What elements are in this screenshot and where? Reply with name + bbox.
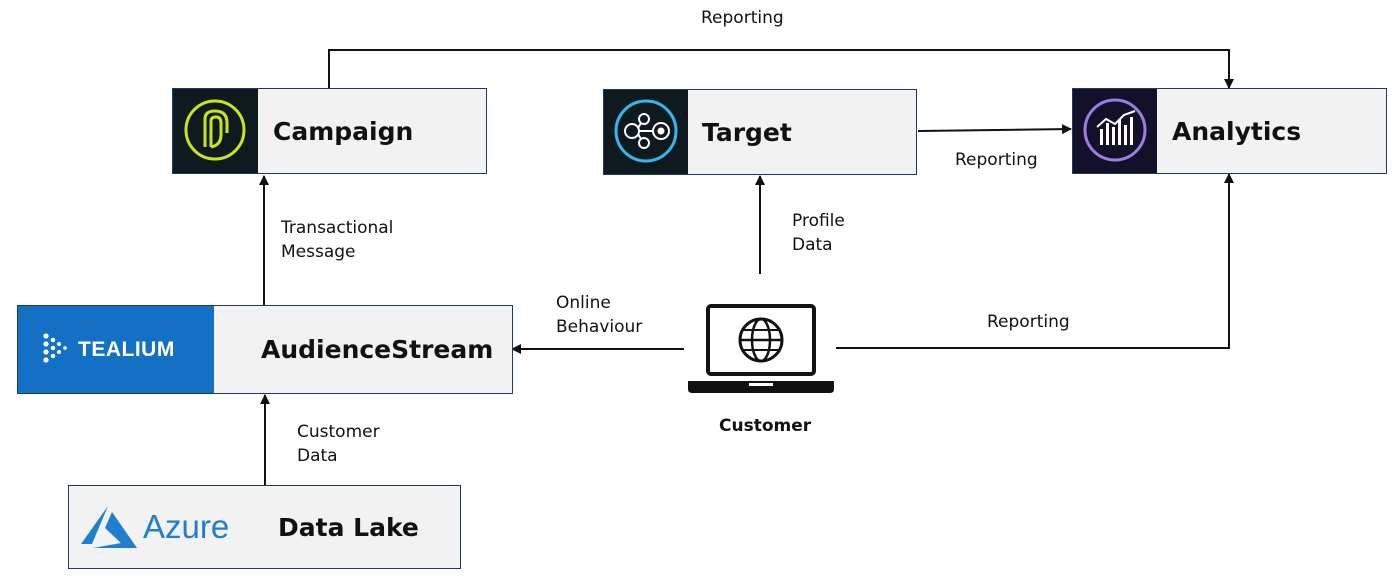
edge-campaign-to-analytics bbox=[328, 49, 1234, 89]
customer-label: Customer bbox=[719, 416, 812, 436]
datalake-title: Data Lake bbox=[278, 512, 419, 542]
target-title: Target bbox=[702, 117, 792, 147]
analytics-node[interactable]: Analytics bbox=[1072, 88, 1387, 174]
edge-target-to-analytics bbox=[917, 124, 1072, 135]
campaign-node[interactable]: Campaign bbox=[172, 88, 487, 174]
tealium-mark-icon bbox=[43, 332, 67, 363]
campaign-logo-icon bbox=[173, 89, 258, 173]
azure-wordmark: Azure bbox=[143, 508, 230, 545]
tealium-wordmark: TEALIUM bbox=[78, 337, 175, 361]
azure-logo: Azure bbox=[69, 486, 259, 568]
label-target-to-analytics: Reporting bbox=[955, 150, 1038, 170]
azure-mark-icon bbox=[81, 506, 137, 548]
label-customer-to-analytics: Reporting bbox=[987, 312, 1070, 332]
analytics-title: Analytics bbox=[1172, 116, 1302, 146]
edge-customer-to-analytics bbox=[836, 173, 1234, 349]
customer-node[interactable] bbox=[686, 303, 836, 399]
tealium-logo: TEALIUM bbox=[18, 306, 214, 393]
label-datalake-to-audiencestream: Customer Data bbox=[297, 422, 380, 466]
target-logo-icon bbox=[604, 90, 688, 174]
audiencestream-title: AudienceStream bbox=[261, 335, 494, 364]
campaign-title: Campaign bbox=[273, 116, 414, 146]
target-node[interactable]: Target bbox=[603, 89, 917, 175]
label-customer-to-audiencestream: Online Behaviour bbox=[556, 293, 643, 337]
label-audiencestream-to-campaign: Transactional Message bbox=[281, 218, 394, 262]
laptop-globe-icon bbox=[688, 304, 834, 393]
audiencestream-node[interactable]: TEALIUM AudienceStream bbox=[17, 305, 513, 394]
label-customer-to-target: Profile Data bbox=[792, 211, 845, 255]
analytics-logo-icon bbox=[1073, 89, 1157, 173]
label-campaign-to-analytics: Reporting bbox=[701, 8, 784, 28]
datalake-node[interactable]: Azure Data Lake bbox=[68, 485, 461, 569]
